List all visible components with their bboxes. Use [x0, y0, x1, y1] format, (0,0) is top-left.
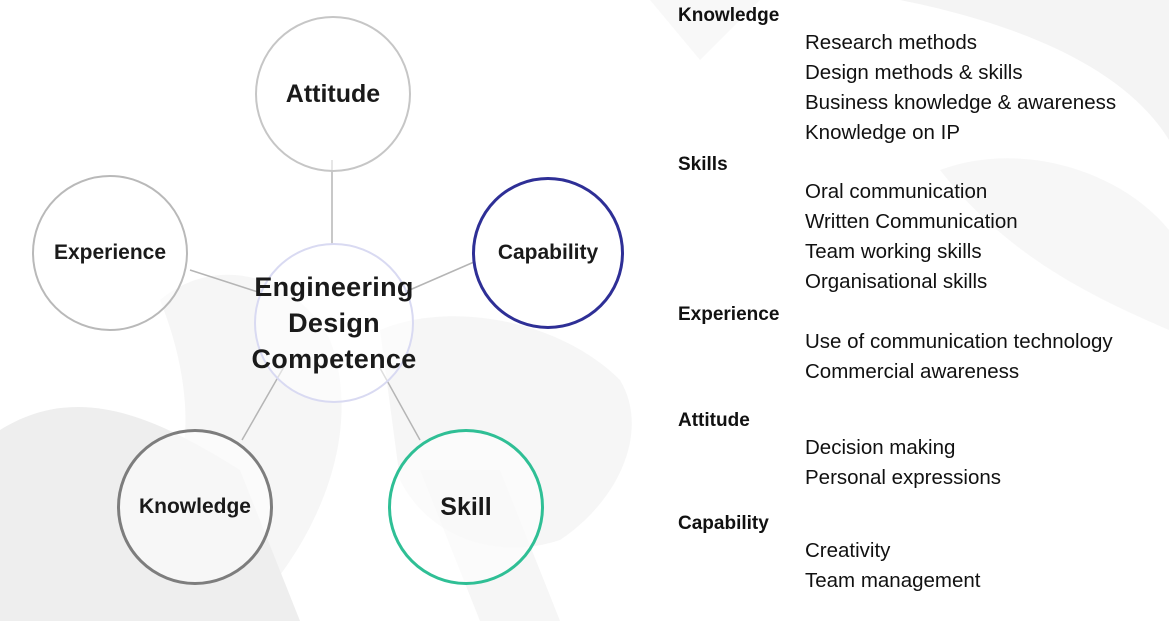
- node-skill: Skill: [388, 429, 544, 585]
- list-group-skills: Skills Oral communication Written Commun…: [678, 153, 1158, 303]
- node-capability-label: Capability: [497, 241, 599, 264]
- node-knowledge: Knowledge: [117, 429, 273, 585]
- node-experience-label: Experience: [53, 241, 167, 264]
- group-heading: Capability: [678, 513, 769, 534]
- list-item: Team management: [805, 569, 981, 592]
- center-label-line3: Competence: [251, 344, 417, 374]
- node-attitude: Attitude: [255, 16, 411, 172]
- list-item: Use of communication technology: [805, 330, 1113, 353]
- list-group-capability: Capability Creativity Team management: [678, 512, 1158, 596]
- group-heading: Experience: [678, 304, 780, 325]
- list-item: Decision making: [805, 436, 956, 459]
- group-heading: Knowledge: [678, 5, 780, 26]
- connector-experience: [189, 269, 259, 293]
- competence-list: Knowledge Research methods Design method…: [678, 4, 1158, 596]
- list-item: Personal expressions: [805, 466, 1001, 489]
- node-capability: Capability: [472, 177, 624, 329]
- node-skill-label: Skill: [440, 492, 492, 521]
- list-group-attitude: Attitude Decision making Personal expres…: [678, 409, 1158, 512]
- list-item: Design methods & skills: [805, 61, 1023, 84]
- list-item: Knowledge on IP: [805, 121, 961, 144]
- center-node-engineering-design-competence: Engineering Design Competence: [251, 243, 417, 403]
- node-knowledge-label: Knowledge: [138, 495, 251, 518]
- center-label-line1: Engineering: [254, 272, 414, 302]
- list-item: Research methods: [805, 31, 978, 54]
- competence-diagram: Engineering Design Competence Attitude E…: [32, 16, 624, 585]
- list-item: Creativity: [805, 539, 891, 562]
- list-item: Commercial awareness: [805, 360, 1020, 383]
- list-item: Organisational skills: [805, 270, 988, 293]
- group-heading: Attitude: [678, 410, 750, 431]
- list-item: Written Communication: [805, 210, 1018, 233]
- connector-capability: [404, 261, 475, 293]
- list-item: Business knowledge & awareness: [805, 91, 1117, 114]
- list-item: Team working skills: [805, 240, 982, 263]
- center-label-line2: Design: [288, 308, 380, 338]
- list-group-experience: Experience Use of communication technolo…: [678, 303, 1158, 409]
- list-group-knowledge: Knowledge Research methods Design method…: [678, 4, 1158, 153]
- node-experience: Experience: [32, 175, 188, 331]
- group-heading: Skills: [678, 154, 728, 175]
- list-item: Oral communication: [805, 180, 988, 203]
- node-attitude-label: Attitude: [285, 79, 381, 108]
